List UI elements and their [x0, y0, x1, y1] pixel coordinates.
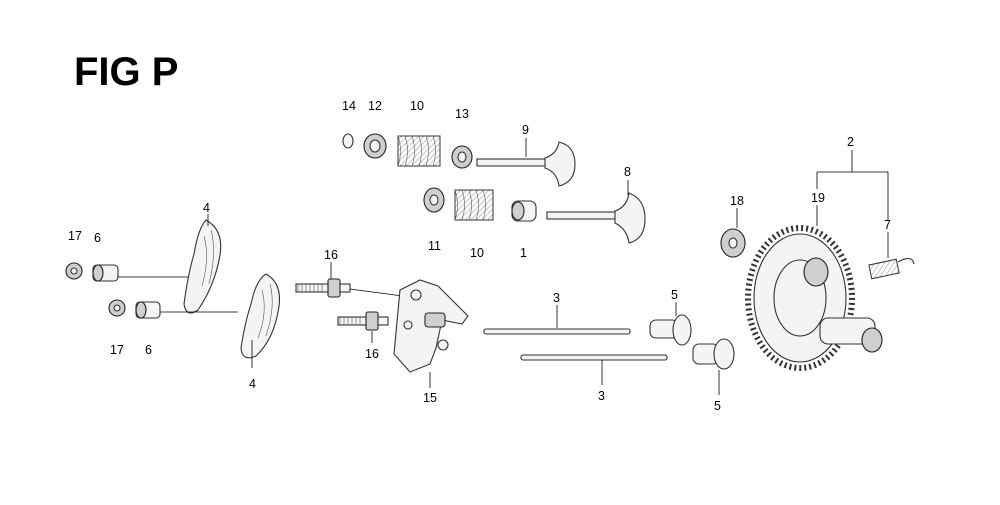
callout-label: 5 — [671, 288, 678, 302]
callout-label: 17 — [110, 343, 124, 357]
callout-label: 4 — [249, 377, 256, 391]
callout-label: 14 — [342, 99, 356, 113]
part-pivot-lower — [135, 301, 161, 319]
part-pivot-nut-upper — [65, 262, 83, 280]
part-pivot-upper — [92, 264, 119, 282]
callout-label: 19 — [811, 191, 825, 205]
part-valve-lower — [546, 192, 646, 244]
callout-label: 10 — [410, 99, 424, 113]
callout-label: 5 — [714, 399, 721, 413]
callout-label: 12 — [368, 99, 382, 113]
callout-label: 13 — [455, 107, 469, 121]
part-rocker-stud-upper — [295, 278, 351, 298]
part-rocker-stud-lower — [337, 311, 389, 331]
part-valve-spring-lower — [454, 189, 494, 221]
part-tappet-lower — [692, 338, 735, 370]
part-guide-plate — [393, 279, 469, 373]
part-rocker-arm-upper — [183, 219, 222, 314]
part-valve-seal — [451, 145, 473, 169]
part-valve-cap — [511, 200, 537, 222]
part-valve-keeper — [342, 133, 354, 149]
part-rocker-arm-lower — [240, 273, 281, 359]
callout-label: 3 — [553, 291, 560, 305]
callout-label: 4 — [203, 201, 210, 215]
callout-label: 11 — [428, 239, 441, 253]
part-decompressor-spring — [868, 257, 915, 280]
figure-title: FIG P — [74, 50, 179, 94]
callout-label: 7 — [884, 218, 891, 232]
callout-label: 6 — [94, 231, 101, 245]
callout-label: 2 — [847, 135, 854, 149]
part-spring-retainer-upper — [363, 133, 387, 159]
callout-label: 10 — [470, 246, 484, 260]
part-valve-spring-upper — [397, 135, 441, 167]
callout-label: 8 — [624, 165, 631, 179]
part-push-rod-upper — [483, 328, 631, 335]
callout-label: 15 — [423, 391, 437, 405]
callout-label: 9 — [522, 123, 529, 137]
part-pivot-nut-lower — [108, 299, 126, 317]
part-tappet-upper — [649, 314, 692, 346]
callout-label: 3 — [598, 389, 605, 403]
part-camshaft-gear — [745, 225, 883, 371]
part-spring-retainer-lower — [423, 187, 445, 213]
callout-label: 16 — [324, 248, 338, 262]
callout-label: 18 — [730, 194, 744, 208]
part-push-rod-lower — [520, 354, 668, 361]
callout-label: 1 — [520, 246, 527, 260]
callout-label: 6 — [145, 343, 152, 357]
part-valve-upper — [476, 141, 576, 187]
callout-label: 16 — [365, 347, 379, 361]
part-camshaft-washer — [720, 228, 746, 258]
callout-label: 17 — [68, 229, 82, 243]
